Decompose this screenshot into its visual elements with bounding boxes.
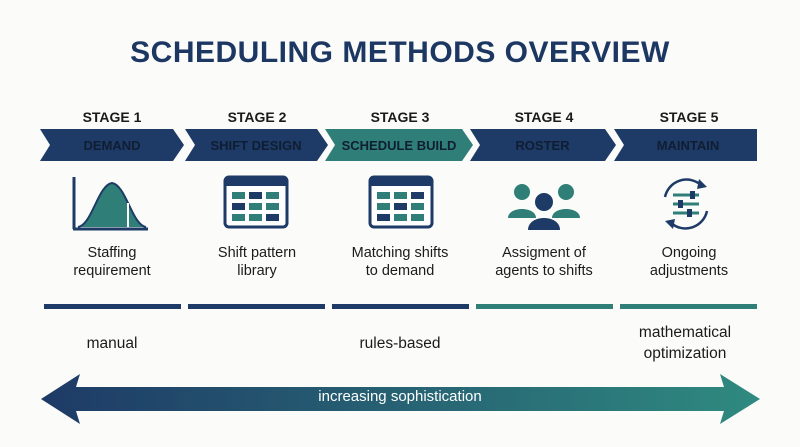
bell-curve-chart-icon xyxy=(72,177,148,231)
stage-3-bar xyxy=(332,304,469,309)
method-manual: manual xyxy=(86,335,138,352)
chevron-stage-5 xyxy=(614,129,757,161)
people-group-icon xyxy=(508,184,580,230)
stage-1-description-line-2: requirement xyxy=(73,263,151,279)
stage-3-description-line-1: Matching shifts xyxy=(351,245,449,261)
stage-4-description-line-2: agents to shifts xyxy=(495,263,593,279)
chevron-stage-3 xyxy=(325,129,473,161)
sliders-cycle-icon xyxy=(663,178,709,230)
method-mathematical-optimization: mathematical optimization xyxy=(600,322,770,364)
stage-4-label: STAGE 4 xyxy=(514,109,574,125)
stage-1-bar xyxy=(44,304,181,309)
chevron-stage-4 xyxy=(470,129,616,161)
chevron-3-text: SCHEDULE BUILD xyxy=(341,138,457,153)
stage-4-description: Assigment of agents to shifts xyxy=(472,244,616,280)
page-title: SCHEDULING METHODS OVERVIEW xyxy=(130,36,670,69)
chevron-4-text: ROSTER xyxy=(515,138,570,153)
stage-5-label: STAGE 5 xyxy=(659,109,719,125)
stage-2-description: Shift pattern library xyxy=(185,244,329,280)
chevron-stage-1 xyxy=(40,129,184,161)
arrow-label: increasing sophistication xyxy=(318,388,482,405)
chevron-2-text: SHIFT DESIGN xyxy=(210,138,302,153)
method-math-line-2: optimization xyxy=(643,345,727,362)
stage-3-label: STAGE 3 xyxy=(370,109,430,125)
chevron-5-text: MAINTAIN xyxy=(656,138,720,153)
method-rules-based: rules-based xyxy=(359,335,441,352)
stage-5-bar xyxy=(620,304,757,309)
chevron-stage-2 xyxy=(185,129,328,161)
stage-1-label: STAGE 1 xyxy=(82,109,142,125)
stage-2-description-line-2: library xyxy=(237,263,277,279)
sophistication-arrow-shape xyxy=(41,374,760,424)
stage-2-bar xyxy=(188,304,325,309)
stage-5-description-line-1: Ongoing xyxy=(661,245,717,261)
stage-1-description: Staffing requirement xyxy=(40,244,184,280)
chevron-1-text: DEMAND xyxy=(83,138,141,153)
stage-1-description-line-1: Staffing xyxy=(87,245,137,261)
grid-calendar-icon xyxy=(368,175,434,229)
stage-3-description-line-2: to demand xyxy=(365,263,435,279)
stage-4-bar xyxy=(476,304,613,309)
grid-calendar-icon xyxy=(223,175,289,229)
stage-2-description-line-1: Shift pattern xyxy=(217,245,297,261)
stage-5-description: Ongoing adjustments xyxy=(617,244,761,280)
stage-4-description-line-1: Assigment of xyxy=(502,245,586,261)
stage-5-description-line-2: adjustments xyxy=(649,263,729,279)
stage-2-label: STAGE 2 xyxy=(227,109,287,125)
stage-3-description: Matching shifts to demand xyxy=(328,244,472,280)
method-math-line-1: mathematical xyxy=(638,324,732,341)
